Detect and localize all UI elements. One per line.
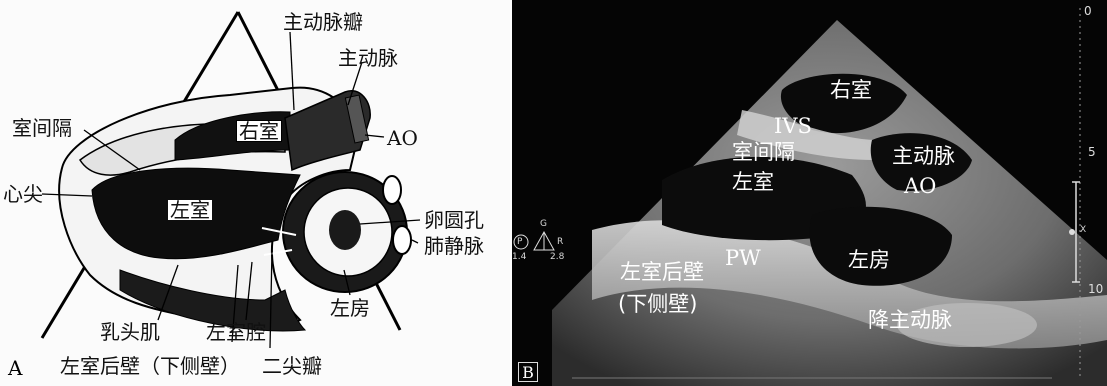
indicator-x: X (1080, 226, 1086, 235)
pulmonary-vein-bottom (393, 226, 411, 254)
label-b-right-ventricle: 右室 (830, 80, 872, 101)
pulmonary-vein-top (383, 176, 401, 204)
panel-a-diagram: 主动脉瓣 主动脉 右室 AO 室间隔 心尖 左室 卵圆孔 肺静脉 乳头肌 左室腔… (0, 0, 510, 386)
panel-b-echo-image: 右室 IVS 室间隔 左室 主动脉 AO PW 左房 左室后壁 (下侧壁) 降主… (512, 0, 1107, 386)
echo-sector-image (512, 0, 1107, 386)
label-apex: 心尖 (3, 184, 43, 204)
label-b-left-atrium: 左房 (848, 250, 890, 271)
label-foramen-ovale: 卵圆孔 (424, 210, 484, 230)
label-ao: AO (387, 128, 418, 148)
label-aortic-valve: 主动脉瓣 (283, 12, 363, 32)
label-b-inferolateral: (下侧壁) (618, 294, 697, 315)
depth-label-10: 10 (1088, 282, 1103, 296)
label-b-septum: 室间隔 (732, 142, 795, 163)
foramen-ovale-shape (329, 210, 361, 250)
indicator-g: G (540, 220, 547, 229)
indicator-r: R (557, 238, 563, 247)
indicator-left-val: 1.4 (512, 253, 526, 262)
depth-label-5: 5 (1088, 145, 1096, 159)
label-b-ao: AO (904, 176, 936, 197)
label-lv-posterior-wall: 左室后壁（下侧壁） (60, 356, 240, 376)
label-septum: 室间隔 (12, 118, 72, 138)
label-papillary-muscle: 乳头肌 (100, 322, 160, 342)
label-right-ventricle: 右室 (236, 120, 282, 142)
indicator-p: P (517, 238, 522, 247)
panel-a-letter: A (8, 358, 22, 378)
label-aorta: 主动脉 (338, 48, 398, 68)
panel-b-letter: B (518, 362, 538, 382)
indicator-right-val: 2.8 (550, 253, 564, 262)
depth-label-0: 0 (1084, 4, 1092, 18)
label-b-lv-posterior-wall: 左室后壁 (620, 262, 704, 283)
label-b-descending-aorta: 降主动脉 (868, 310, 952, 331)
label-b-pw: PW (725, 248, 761, 269)
label-mitral-valve: 二尖瓣 (262, 356, 322, 376)
label-b-ivs: IVS (774, 116, 812, 137)
label-b-aorta: 主动脉 (892, 146, 955, 167)
label-left-atrium: 左房 (330, 298, 370, 318)
label-left-ventricle: 左室 (168, 200, 212, 220)
label-pulmonary-vein: 肺静脉 (424, 236, 484, 256)
label-lv-cavity: 左室腔 (206, 322, 266, 342)
label-b-left-ventricle: 左室 (732, 172, 774, 193)
